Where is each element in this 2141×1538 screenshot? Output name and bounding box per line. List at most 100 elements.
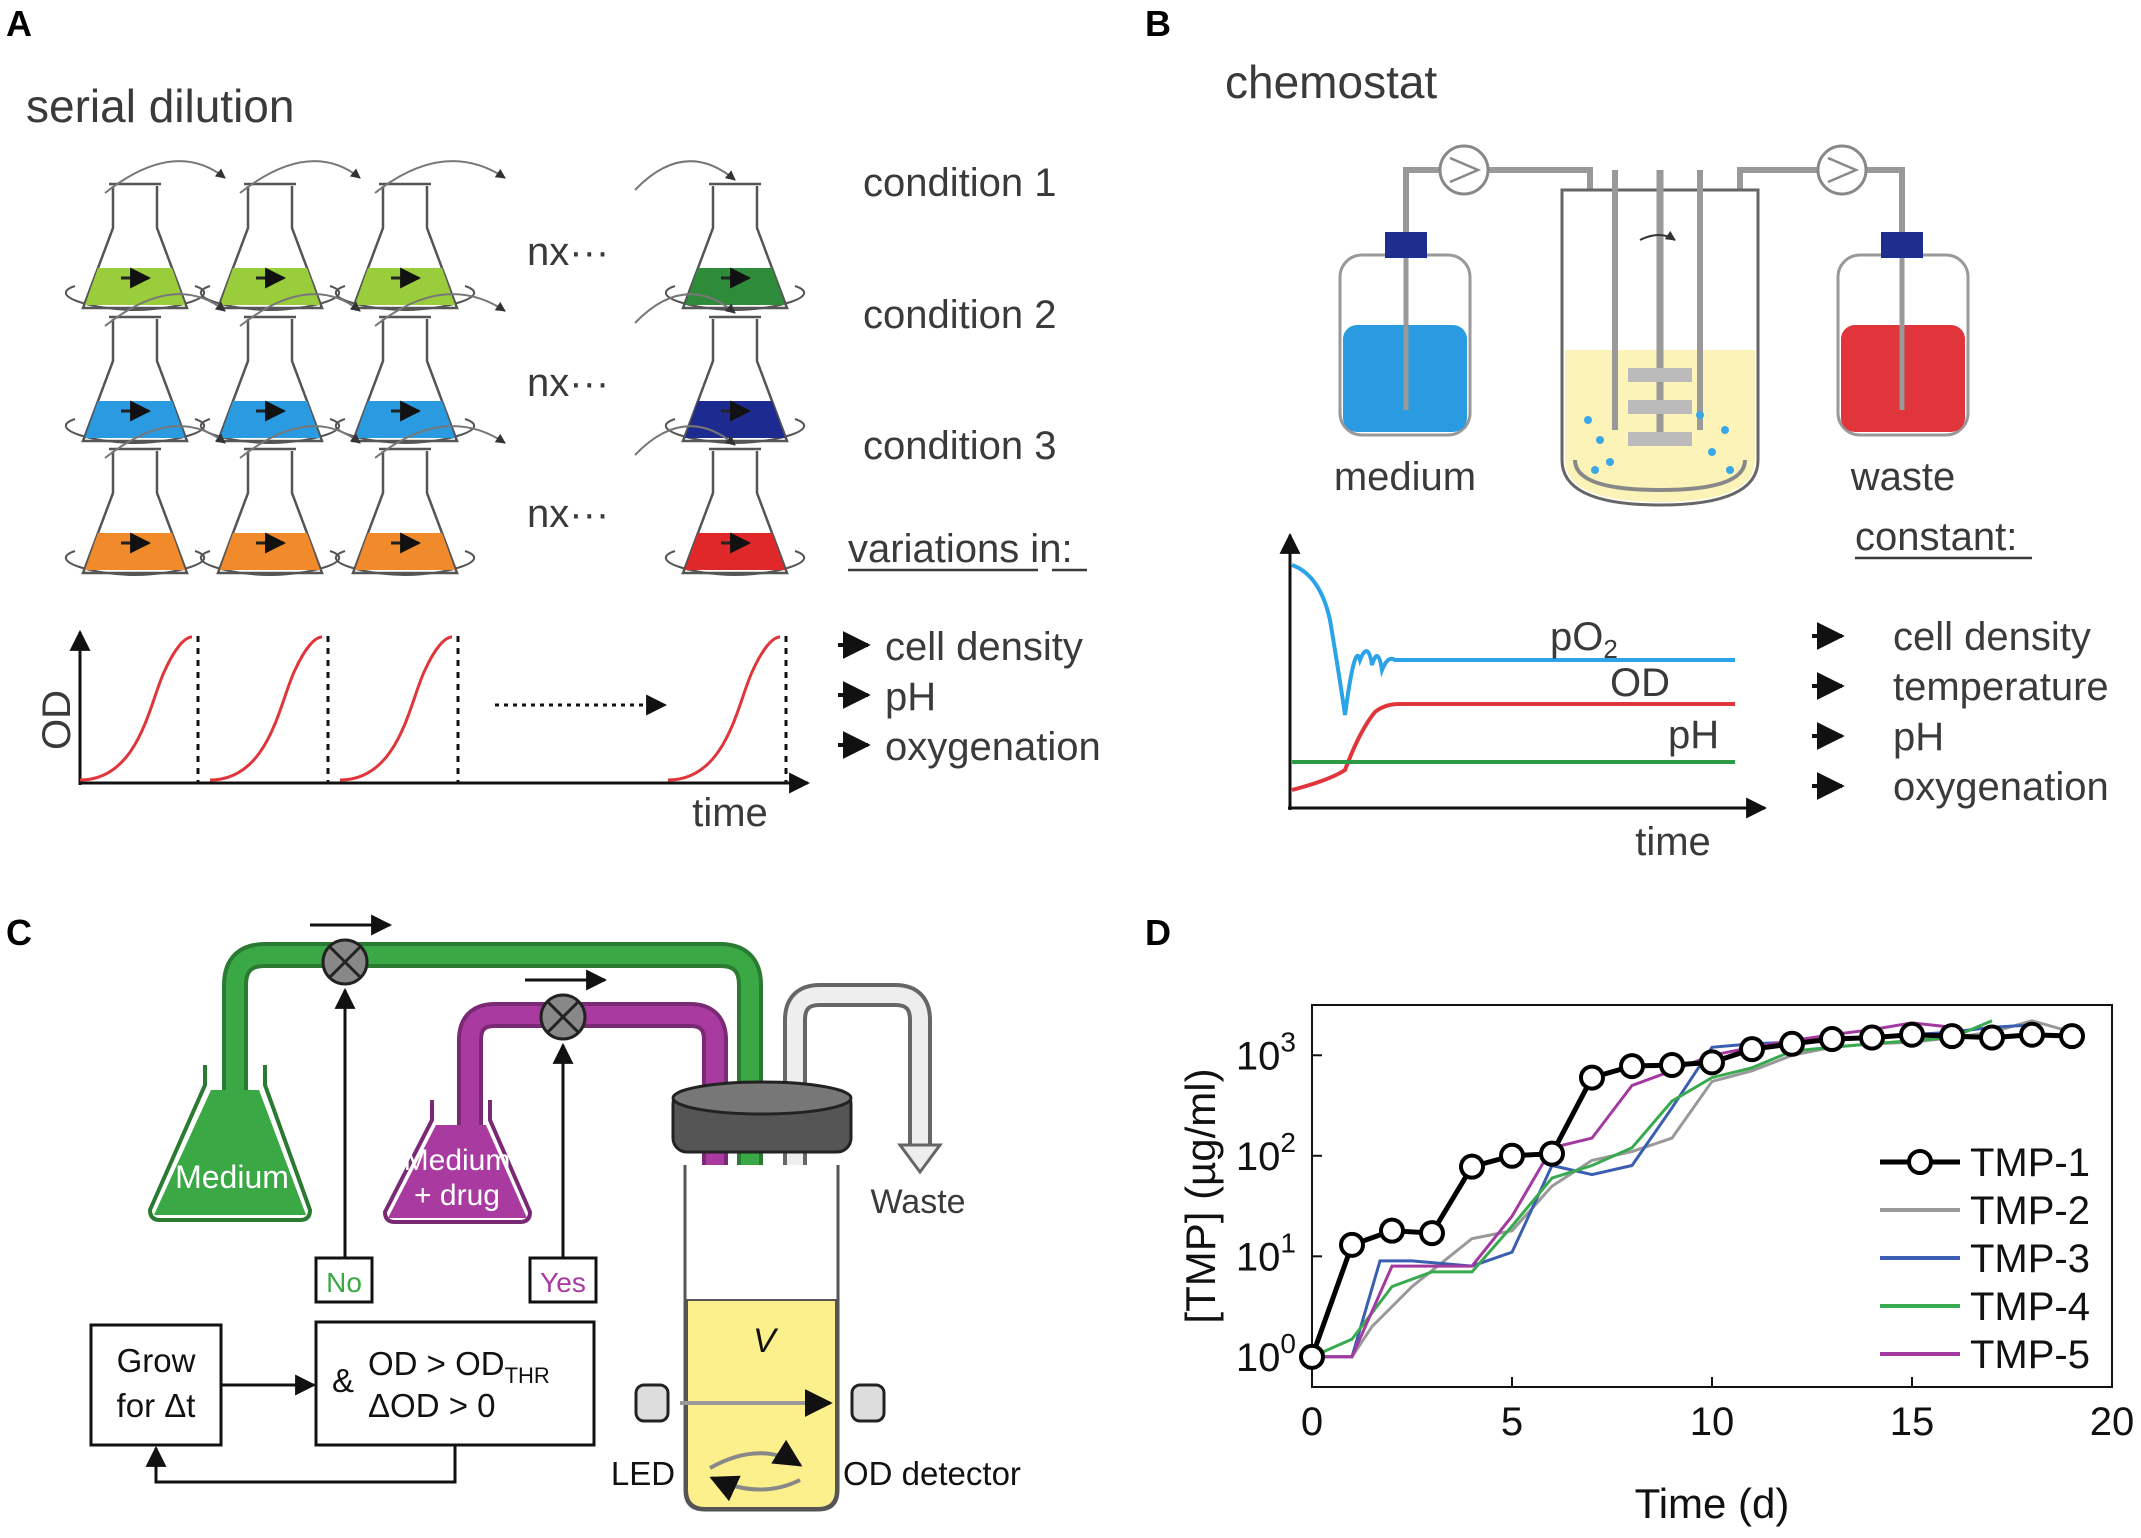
series-lines — [1299, 1019, 2085, 1370]
variation-ph: pH — [885, 675, 936, 719]
flask-icon — [64, 425, 226, 577]
data-point — [2059, 1023, 2085, 1050]
transfer-arrow-icon — [239, 425, 361, 459]
y-axis-title: [TMP] (µg/ml) — [1177, 1068, 1224, 1323]
flask-icon — [199, 160, 361, 312]
x-tick-label: 5 — [1501, 1400, 1523, 1444]
detector-label: OD detector — [843, 1455, 1021, 1492]
growth-curves — [79, 635, 788, 782]
condition-delta-od: ΔOD > 0 — [368, 1387, 496, 1424]
panel-letter-b: B — [1145, 3, 1171, 44]
po2-curve — [1291, 563, 1735, 716]
flask-icon — [199, 293, 361, 445]
data-point — [1299, 1343, 1325, 1370]
growth-curve — [209, 635, 323, 782]
data-point — [1699, 1049, 1725, 1076]
stir-arrow-icon — [709, 1439, 803, 1470]
constant-oxygenation: oxygenation — [1893, 765, 2109, 809]
condition-1-label: condition 1 — [863, 161, 1056, 205]
variations-label: variations in: — [848, 527, 1073, 571]
waste-label-c: Waste — [870, 1183, 965, 1221]
panel-letter-a: A — [6, 3, 32, 44]
growth-curve — [79, 635, 193, 782]
constant-cell-density: cell density — [1893, 615, 2091, 659]
x-tick-label: 15 — [1890, 1400, 1935, 1444]
transfer-arrow-icon — [374, 425, 506, 459]
growth-curve — [667, 635, 781, 782]
series-line-tmp-5 — [1312, 1021, 1953, 1359]
medium-tube — [1403, 167, 1440, 235]
reactor-vessel — [1560, 170, 1760, 507]
waste-label: waste — [1850, 455, 1956, 499]
flask-icon — [634, 293, 806, 445]
grow-label-1: Grow — [117, 1342, 196, 1379]
x-axis-title: Time (d) — [1635, 1480, 1790, 1527]
data-point — [1619, 1053, 1645, 1080]
flask-icon — [334, 293, 506, 445]
loop-back-arrow — [145, 1445, 457, 1484]
chemostat-time-label: time — [1635, 820, 1711, 864]
no-box — [314, 1256, 374, 1304]
constant-list: cell density temperature pH oxygenation — [1812, 615, 2109, 809]
pump-symbol — [1449, 156, 1482, 184]
yes-box — [528, 1256, 598, 1304]
data-point — [1779, 1030, 1805, 1057]
flask-icon — [64, 160, 226, 312]
flask-icon — [334, 425, 506, 577]
data-point — [1459, 1153, 1485, 1180]
drug-flask-label-1: Medium — [404, 1144, 511, 1177]
stir-arrow-icon — [709, 1475, 801, 1502]
panel-letter-c: C — [6, 912, 32, 953]
nx-row-1: nx··· — [527, 230, 609, 274]
y-tick-label: 102 — [1236, 1127, 1296, 1179]
bottle-cap — [1881, 232, 1923, 258]
panel-c: C Medium Medium + drug Waste V — [6, 912, 1021, 1512]
pump-symbol — [1827, 156, 1860, 184]
y-tick-label: 103 — [1236, 1026, 1296, 1078]
flask-grid — [64, 160, 806, 577]
serial-dilution-title: serial dilution — [26, 80, 294, 132]
led-icon — [634, 1383, 670, 1423]
data-point — [1979, 1024, 2005, 1051]
transfer-arrow-icon — [104, 160, 226, 194]
panel-letter-d: D — [1145, 912, 1171, 953]
transfer-arrow-icon — [104, 425, 226, 459]
detector-icon — [850, 1383, 886, 1423]
medium-flask — [147, 1065, 313, 1222]
data-point — [1819, 1026, 1845, 1053]
data-point — [1939, 1023, 1965, 1050]
medium-label: medium — [1334, 455, 1476, 499]
medium-flask-label: Medium — [175, 1159, 289, 1195]
data-point — [1539, 1140, 1565, 1167]
constant-temperature: temperature — [1893, 665, 2109, 709]
constant-ph: pH — [1893, 715, 1944, 759]
condition-od-threshold: OD > ODTHR — [368, 1345, 550, 1388]
chemostat-title: chemostat — [1225, 56, 1437, 108]
growth-curve — [339, 635, 453, 782]
condition-3-label: condition 3 — [863, 424, 1056, 468]
x-tick-label: 0 — [1301, 1400, 1323, 1444]
transfer-arrow-icon — [634, 425, 736, 456]
transfer-arrow-icon — [374, 293, 506, 327]
drug-flask — [382, 1100, 533, 1224]
flask-icon — [634, 160, 806, 312]
data-point — [1419, 1220, 1445, 1247]
flask-icon — [199, 425, 361, 577]
condition-and: & — [332, 1362, 354, 1399]
legend-label: TMP-2 — [1970, 1189, 2090, 1233]
volume-label: V — [753, 1322, 779, 1360]
data-point — [2019, 1021, 2045, 1048]
grow-box — [89, 1323, 223, 1447]
no-label: No — [326, 1267, 362, 1298]
legend-marker — [1907, 1149, 1933, 1175]
waste-tube — [1866, 167, 1905, 235]
legend-label: TMP-5 — [1970, 1333, 2090, 1377]
variation-list: cell density pH oxygenation — [838, 625, 1101, 769]
medium-bottle — [1338, 232, 1472, 437]
series-line-tmp-1 — [1309, 1032, 2073, 1358]
od-axis-label: OD — [35, 690, 79, 750]
x-tick-label: 10 — [1690, 1400, 1735, 1444]
panel-b: B chemostat medium waste — [1145, 3, 2109, 864]
yes-label: Yes — [540, 1267, 586, 1298]
